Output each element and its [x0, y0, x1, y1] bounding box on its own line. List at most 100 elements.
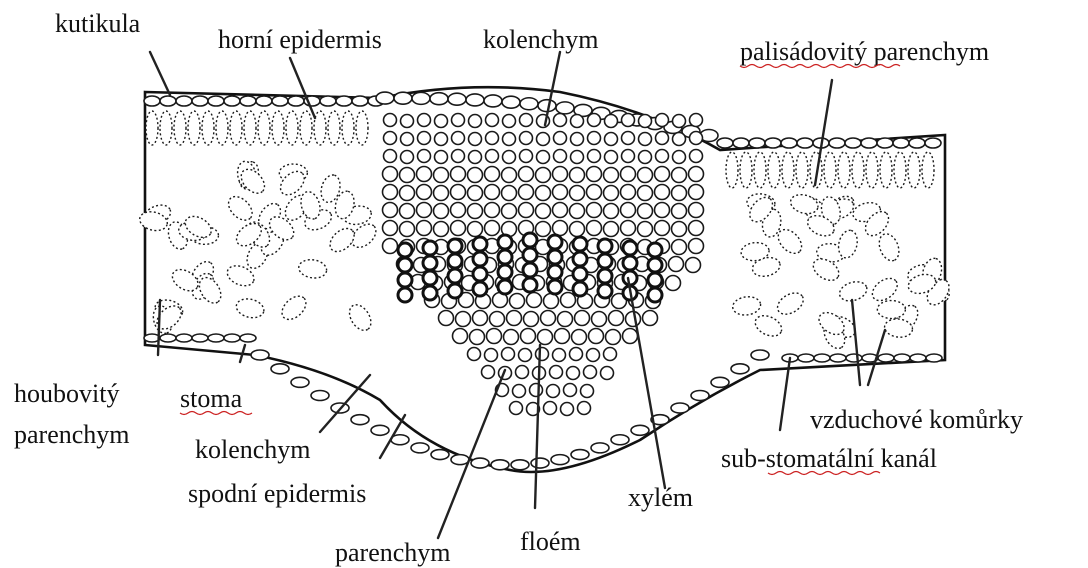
label-kolenchym-bottom: kolenchym [195, 435, 311, 464]
lower-epidermis-cell [311, 390, 329, 400]
spongy-cell [297, 258, 327, 280]
lower-epidermis-cell [591, 443, 609, 453]
parenchyma-cell [383, 239, 398, 254]
parenchyma-cell [638, 204, 653, 219]
leader-vzduchove-1 [852, 300, 860, 385]
parenchyma-cell [672, 222, 687, 237]
parenchyma-cell [485, 185, 500, 200]
label-palisadovity-word1: palisádovitý [740, 37, 867, 66]
spongy-cell [876, 231, 903, 264]
palisade-cell [272, 111, 284, 145]
parenchyma-cell [666, 276, 681, 291]
lower-epidermis-cell [224, 334, 240, 342]
xylem-vessel [648, 288, 662, 302]
parenchyma-cell [504, 330, 519, 345]
xylem-vessel [448, 269, 462, 283]
parenchyma-cell [521, 329, 536, 344]
parenchyma-cell [434, 168, 449, 183]
xylem-vessel [498, 235, 512, 249]
parenchyma-cell [656, 132, 669, 145]
label-kutikula: kutikula [55, 9, 141, 38]
spongy-cell [345, 301, 375, 334]
parenchyma-cell [672, 204, 687, 219]
parenchyma-cell [623, 329, 638, 344]
lower-epidermis-cell [671, 403, 689, 413]
parenchyma-cell [584, 366, 597, 379]
upper-epidermis-cell [448, 93, 466, 105]
xylem-vessel [473, 237, 487, 251]
upper-epidermis-cell [484, 95, 502, 107]
parenchyma-cell [502, 186, 517, 201]
parenchyma-cell [621, 167, 636, 182]
parenchyma-cell [553, 221, 568, 236]
parenchyma-cell [604, 186, 619, 201]
parenchyma-cell [519, 185, 534, 200]
parenchyma-cell [656, 114, 669, 127]
parenchyma-cell [622, 114, 635, 127]
parenchyma-cell [622, 150, 635, 163]
lower-epidermis-cell [798, 354, 814, 362]
spongy-cell [278, 292, 311, 324]
spongy-cell [326, 224, 359, 256]
parenchyma-cell [536, 222, 551, 237]
lower-epidermis-cell [491, 460, 509, 470]
parenchyma-cell [571, 151, 584, 164]
parenchyma-cell [639, 115, 652, 128]
parenchyma-cell [485, 203, 500, 218]
xylem-vessel [473, 267, 487, 281]
parenchyma-cell [401, 133, 414, 146]
parenchyma-cell [587, 203, 602, 218]
parenchyma-cell [655, 203, 670, 218]
xylem-vessel [548, 250, 562, 264]
parenchyma-cell [669, 257, 684, 272]
parenchyma-cell [383, 221, 398, 236]
palisade-cell [258, 111, 270, 145]
palisade-cell [174, 111, 186, 145]
lower-epidermis-cell [176, 334, 192, 342]
parenchyma-cell [554, 132, 567, 145]
palisade-cell [286, 111, 298, 145]
parenchyma-cell [672, 240, 687, 255]
lower-epidermis-cell [371, 425, 389, 435]
upper-epidermis-cell [749, 138, 765, 148]
parenchyma-cell [469, 133, 482, 146]
label-xylem: xylém [628, 483, 693, 512]
parenchyma-cell [587, 185, 602, 200]
parenchyma-cell [605, 115, 618, 128]
lower-epidermis-cell [271, 364, 289, 374]
palisade-cell [838, 152, 850, 188]
parenchyma-cell [383, 185, 398, 200]
parenchyma-cell [572, 330, 587, 345]
parenchyma-cell [451, 167, 466, 182]
parenchyma-cell [469, 115, 482, 128]
parenchyma-cell [604, 222, 619, 237]
xylem-vessel [398, 288, 412, 302]
parenchyma-cell [553, 185, 568, 200]
label-houbovity-line2: parenchym [14, 420, 130, 449]
upper-epidermis-cell [144, 96, 160, 106]
parenchyma-cell [622, 132, 635, 145]
parenchyma-cell [486, 114, 499, 127]
parenchyma-cell [384, 114, 397, 127]
parenchyma-cell [401, 151, 414, 164]
leader-kutikula [150, 52, 170, 95]
parenchyma-cell [690, 114, 703, 127]
parenchyma-cell [555, 329, 570, 344]
parenchyma-cell [418, 132, 431, 145]
parenchyma-cell [434, 186, 449, 201]
upper-epidermis-cell [160, 96, 176, 106]
upper-epidermis-cell [224, 96, 240, 106]
xylem-vessel [648, 243, 662, 257]
parenchyma-cell [604, 348, 617, 361]
parenchyma-cell [626, 312, 641, 327]
lower-epidermis-cell [910, 354, 926, 362]
parenchyma-cell [588, 132, 601, 145]
upper-epidermis-cell [320, 96, 336, 106]
parenchyma-cell [606, 330, 621, 345]
parenchyma-cell [587, 349, 600, 362]
parenchyma-cell [690, 150, 703, 163]
parenchyma-cell [520, 132, 533, 145]
parenchyma-cell [490, 312, 505, 327]
parenchyma-cell [401, 115, 414, 128]
